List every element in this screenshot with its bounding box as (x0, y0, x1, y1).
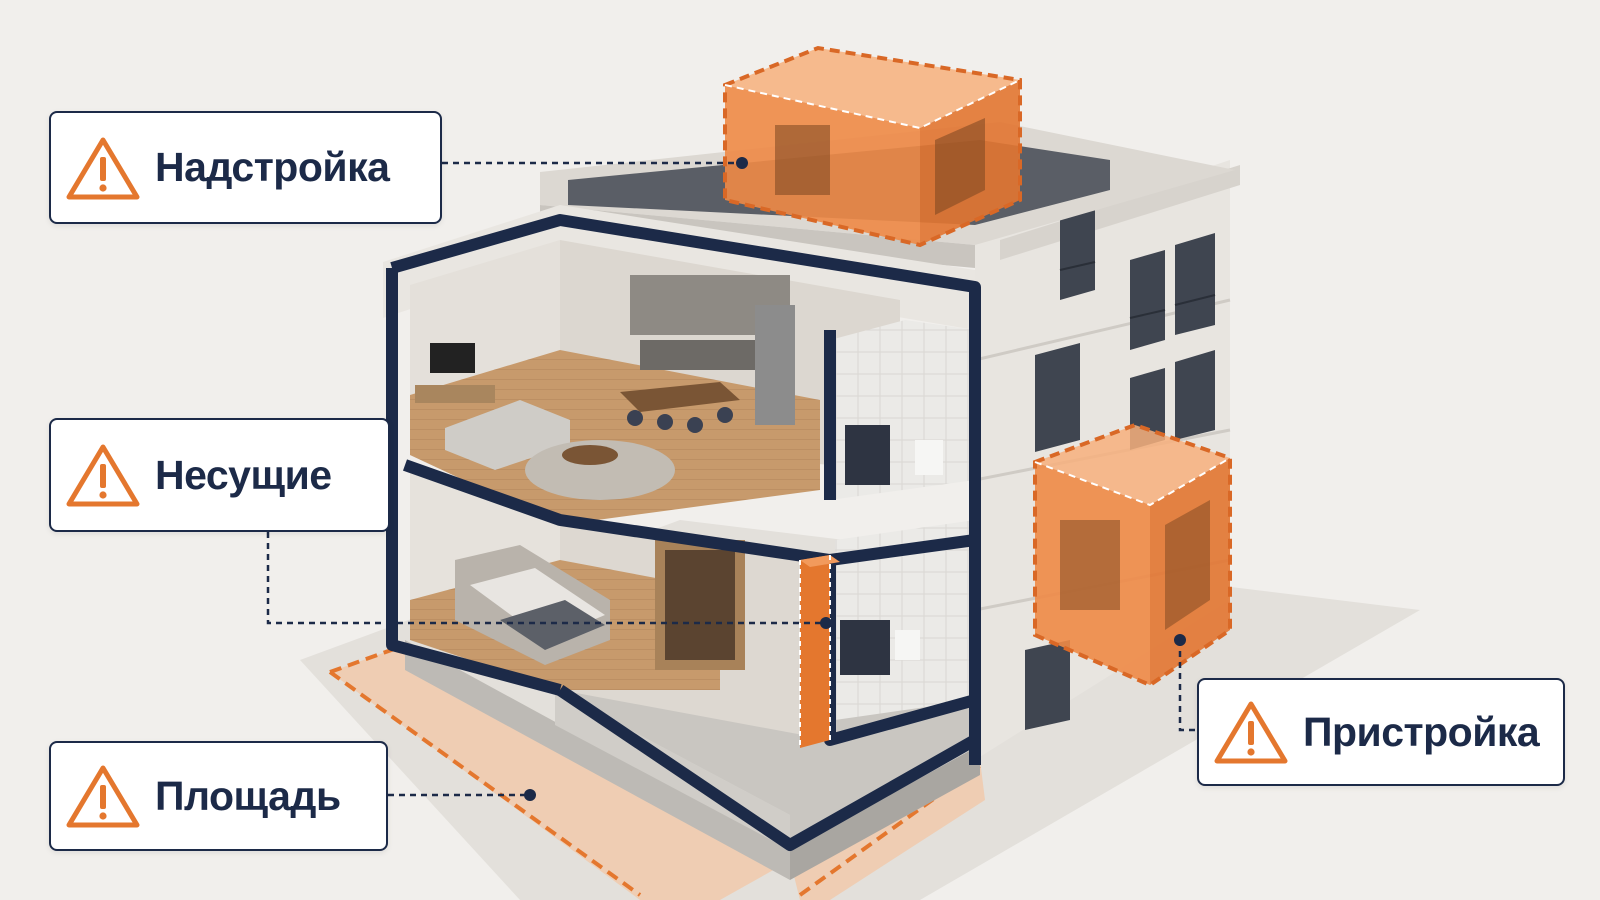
callout-label: Пристройка (1303, 708, 1540, 755)
callout-label: Надстройка (155, 144, 390, 190)
leader-dot-nadstroyka (736, 157, 748, 169)
warning-triangle-icon (1214, 701, 1288, 764)
callout-label: Площадь (155, 772, 341, 819)
leader-line-nesushchie (266, 532, 826, 625)
load-bearing-column-highlight (799, 555, 840, 748)
leader-dots (524, 157, 1186, 801)
rooftop-addition-highlight (723, 45, 1022, 248)
leader-dot-pristroyka (1174, 634, 1186, 646)
callout-nesushchie: Несущие (49, 418, 390, 532)
leader-dot-ploshchad (524, 789, 536, 801)
callout-pristroyka: Пристройка (1197, 678, 1565, 786)
side-extension-highlight (1033, 422, 1232, 688)
callout-ploshchad: Площадь (49, 741, 388, 851)
warning-triangle-icon (66, 444, 140, 507)
warning-triangle-icon (66, 137, 140, 199)
callout-nadstroyka: Надстройка (49, 111, 442, 224)
upper-floor-cutaway (383, 205, 975, 525)
warning-triangle-icon (66, 765, 140, 828)
leader-lines (266, 161, 1197, 797)
leader-line-pristroyka (1178, 640, 1197, 732)
leader-dot-nesushchie (820, 617, 832, 629)
lower-floor-cutaway (410, 470, 975, 740)
callout-label: Несущие (155, 451, 332, 498)
